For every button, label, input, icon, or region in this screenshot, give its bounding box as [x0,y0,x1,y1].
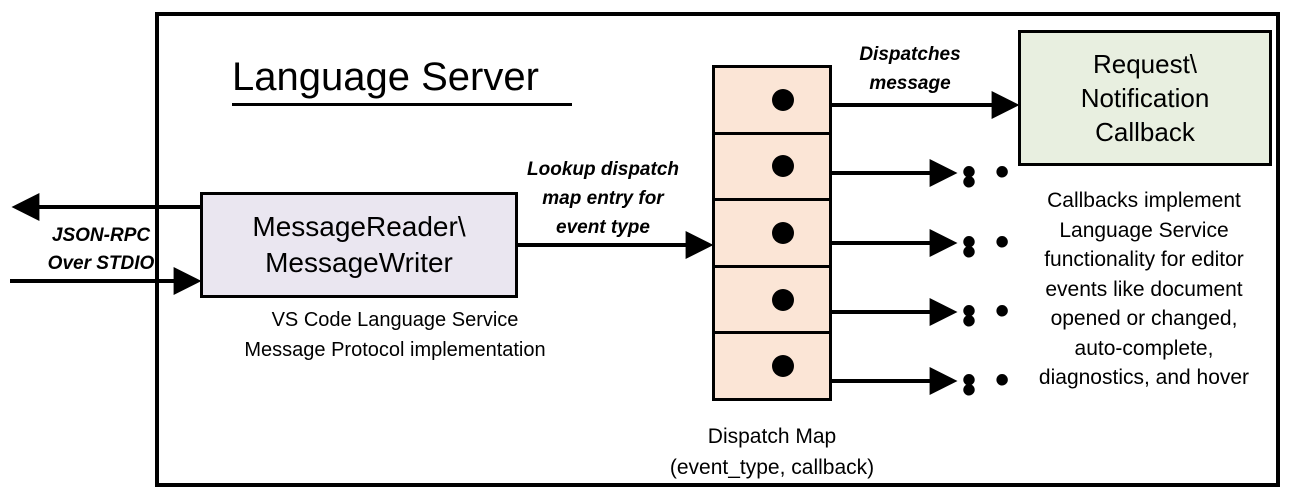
dispatch-map-row[interactable] [712,264,832,335]
ellipsis-dispatch-4: • • • [962,289,1014,343]
lookup-dispatch-label: Lookup dispatch map entry for event type [508,155,698,242]
language-server-boundary [155,12,1280,487]
dispatches-message-label: Dispatches message [830,40,990,98]
ellipsis-dispatch-5: • • • [962,358,1014,412]
callback-caption-line7: diagnostics, and hover [1038,366,1250,389]
ellipsis-dispatch-2: • • • [962,150,1014,204]
jsonrpc-transport-label: JSON-RPC Over STDIO [26,222,176,278]
dispatch-map-row[interactable] [712,131,832,202]
dispatch-map-caption: Dispatch Map (event_type, callback) [640,421,904,483]
lookup-label-line1: Lookup dispatch [527,159,679,180]
callback-caption-line1: Callbacks implement [1047,189,1241,212]
callback-caption-line2: Language Service [1059,218,1229,242]
page-title: Language Server [232,52,572,106]
callback-pointer-dot-icon [772,355,794,378]
callback-caption-line3: functionality for editor [1044,248,1244,271]
callback-caption-line4: events like document [1045,277,1243,301]
message-caption-line1: VS Code Language Service [271,309,519,331]
lookup-label-line3: event type [556,217,650,238]
lookup-label-line2: map entry for [542,188,664,209]
callback-box-line1: Request\ [1092,49,1198,79]
dispatches-label-line2: message [869,73,951,94]
message-reader-writer-line1: MessageReader\ [252,211,466,242]
request-notification-callback-box[interactable]: Request\ Notification Callback [1018,30,1272,166]
dispatch-map-row[interactable] [712,198,832,268]
callback-box-line2: Notification [1080,83,1210,113]
callback-box-line3: Callback [1095,117,1195,147]
callback-pointer-dot-icon [772,288,794,311]
dispatch-map-row[interactable] [712,331,832,401]
callback-description-caption: Callbacks implement Language Service fun… [1008,186,1280,393]
jsonrpc-label-line2: Over STDIO [47,253,155,274]
message-reader-writer-line2: MessageWriter [265,247,453,278]
callback-pointer-dot-icon [772,221,794,244]
callback-pointer-dot-icon [772,155,794,178]
message-reader-writer-box[interactable]: MessageReader\ MessageWriter [200,192,518,298]
dispatch-map-caption-line2: (event_type, callback) [669,456,875,479]
callback-caption-line6: auto-complete, [1074,336,1214,360]
callback-caption-line5: opened or changed, [1050,307,1238,330]
dispatch-map-table[interactable] [712,65,832,413]
dispatches-label-line1: Dispatches [859,44,961,65]
jsonrpc-label-line1: JSON-RPC [51,225,151,246]
message-caption-line2: Message Protocol implementation [244,339,546,361]
ellipsis-dispatch-3: • • • [962,220,1014,274]
dispatch-map-caption-line1: Dispatch Map [707,425,837,448]
message-reader-writer-caption: VS Code Language Service Message Protoco… [205,305,585,365]
dispatch-map-row[interactable] [712,65,832,135]
callback-pointer-dot-icon [772,88,794,111]
